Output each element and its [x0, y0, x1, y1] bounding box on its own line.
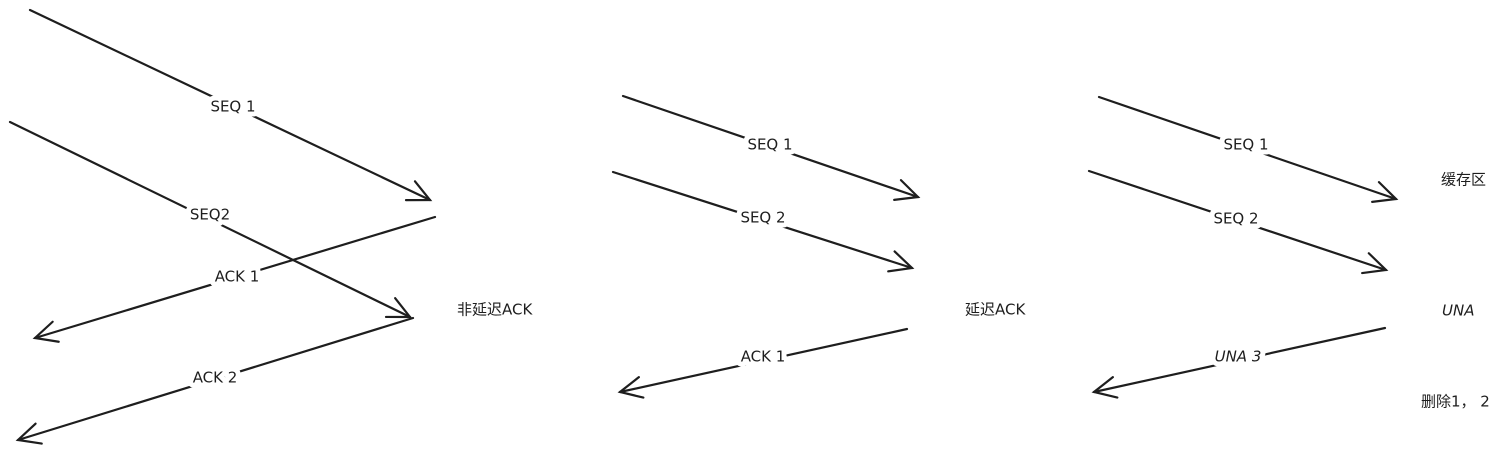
label-una3: UNA 3: [1215, 348, 1262, 366]
arrowhead-icon: [1361, 252, 1389, 275]
arrowhead-icon: [893, 179, 921, 201]
label-ack2: ACK 2: [193, 369, 238, 387]
arrow-seq1: [28, 8, 433, 202]
arrow-ack1: [617, 327, 909, 399]
arrow-shaft: [618, 327, 909, 394]
note-buffer: 缓存区: [1441, 171, 1486, 189]
panel-delayed-ack: SEQ 1 SEQ 2 ACK 1 延迟ACK: [611, 94, 1026, 399]
arrow-shaft: [1097, 95, 1398, 201]
label-seq1: SEQ 1: [210, 98, 255, 116]
arrowhead-icon: [404, 180, 433, 202]
arrow-shaft: [16, 316, 415, 442]
label-ack1: ACK 1: [215, 268, 260, 286]
label-seq2: SEQ 2: [740, 209, 785, 227]
arrow-shaft: [8, 120, 412, 319]
arrow-seq1: [1097, 95, 1399, 203]
arrow-shaft: [611, 170, 914, 270]
label-seq2: SEQ 2: [1213, 210, 1258, 228]
arrow-shaft: [1092, 326, 1387, 394]
label-ack1: ACK 1: [741, 348, 786, 366]
arrow-ack1: [32, 215, 437, 343]
arrow-seq2: [1087, 169, 1389, 275]
panel-title: 非延迟ACK: [457, 301, 533, 319]
arrowhead-icon: [617, 376, 645, 399]
label-seq2: SEQ2: [190, 206, 230, 224]
arrowhead-icon: [1371, 181, 1399, 203]
panel-una: SEQ 1 SEQ 2 UNA 3 缓存区 UNA 删除1， 2: [1087, 95, 1490, 411]
panel-title: UNA: [1442, 302, 1474, 320]
arrow-shaft: [33, 215, 437, 340]
arrowhead-icon: [15, 422, 43, 445]
label-seq1: SEQ 1: [747, 136, 792, 154]
note-delete: 删除1， 2: [1421, 393, 1490, 411]
arrowhead-icon: [384, 297, 413, 319]
arrow-shaft: [1087, 169, 1388, 272]
arrowhead-icon: [32, 320, 60, 343]
arrowhead-icon: [887, 250, 915, 273]
arrow-shaft: [28, 8, 432, 202]
arrow-shaft: [621, 94, 920, 199]
arrow-seq2: [611, 170, 915, 273]
label-seq1: SEQ 1: [1223, 136, 1268, 154]
arrow-una3: [1091, 326, 1387, 399]
arrow-seq1: [621, 94, 921, 201]
panel-title: 延迟ACK: [965, 301, 1026, 319]
arrow-ack2: [15, 316, 415, 445]
arrow-seq2: [8, 120, 413, 319]
arrowhead-icon: [1091, 376, 1119, 399]
